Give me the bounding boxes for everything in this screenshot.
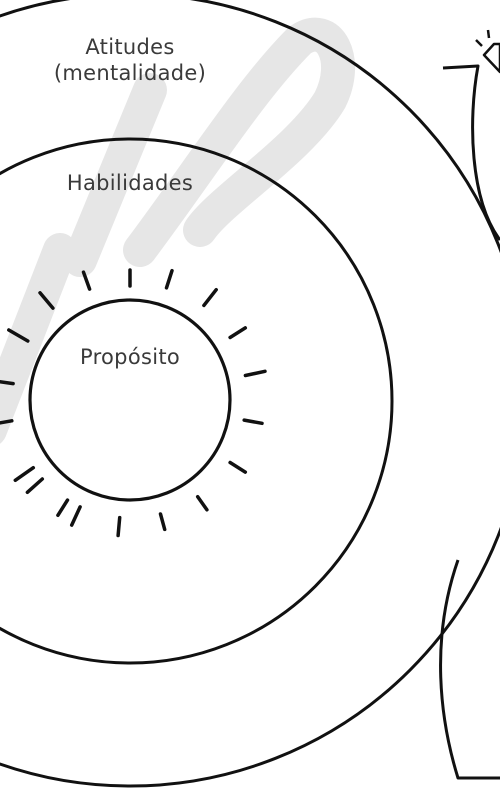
side-sheet-bottom-edge <box>439 559 500 780</box>
sun-ray <box>7 328 30 343</box>
outer-ring-label-line-2: (mentalidade) <box>53 61 207 86</box>
outer-ring-label: Atitudes (mentalidade) <box>30 34 230 87</box>
sun-ray <box>13 465 36 483</box>
middle-ring-label: Habilidades <box>66 171 194 195</box>
sun-ray <box>116 515 122 538</box>
sun-ray <box>195 494 209 512</box>
sun-ray <box>81 270 92 291</box>
sun-ray <box>56 498 70 518</box>
middle-ring-skills <box>0 137 394 665</box>
diamond-icon <box>475 29 500 74</box>
sun-ray <box>242 418 264 426</box>
sun-ray <box>0 379 15 386</box>
sun-ray <box>158 512 167 532</box>
sun-ray <box>25 477 45 495</box>
sun-ray <box>228 460 248 474</box>
inner-circle-purpose <box>28 298 232 502</box>
side-sheet <box>439 64 500 780</box>
inner-circle-label: Propósito <box>79 345 181 369</box>
sun-ray <box>202 287 218 308</box>
watermark-stroke <box>63 73 167 277</box>
outer-ring-label-line-1: Atitudes <box>85 35 175 59</box>
sun-ray <box>38 291 55 310</box>
sun-ray <box>243 369 267 378</box>
watermark <box>0 17 355 444</box>
sun-ray <box>228 326 248 340</box>
side-sheet-edge <box>442 64 500 241</box>
sun-ray <box>0 419 14 425</box>
sun-ray <box>69 505 82 527</box>
sun-rays <box>0 268 267 538</box>
sun-ray <box>164 268 174 290</box>
